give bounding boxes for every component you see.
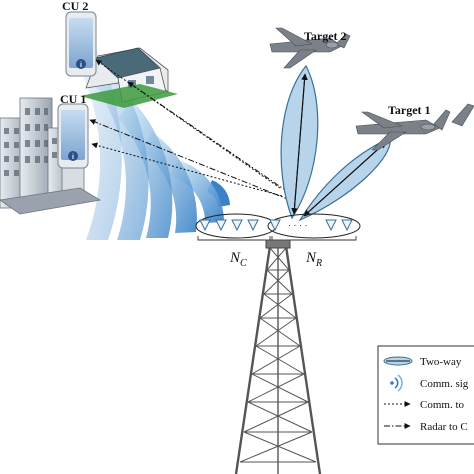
radar-beam-target2 (280, 64, 319, 220)
legend-label: Comm. sig (420, 378, 469, 390)
drone-target2 (269, 27, 351, 69)
cu2-label: CU 2 (62, 0, 88, 13)
info-icon (68, 151, 78, 161)
legend-label: Two-way (420, 356, 462, 368)
phone-cu1: i (57, 103, 89, 169)
wifi-signal-icon (390, 374, 403, 392)
svg-text:i: i (80, 62, 82, 69)
info-icon (76, 59, 86, 69)
phone-cu2: i (65, 11, 97, 77)
radar-antenna-array: · · · · (267, 213, 361, 239)
radar-arrows (89, 81, 291, 201)
target2-label: Target 2 (304, 29, 347, 43)
cu1-label: CU 1 (60, 92, 86, 106)
house (80, 47, 178, 108)
nc-label: NC (229, 250, 247, 269)
comm-arrows (91, 59, 283, 197)
radar-beam-target1 (298, 137, 391, 222)
comm-antenna-array (195, 213, 277, 239)
array-dots: · · · · (288, 220, 308, 230)
array-brackets (197, 236, 357, 241)
legend-item-comm-to: Comm. to (384, 399, 465, 411)
legend-item-comm-signal: Comm. sig (390, 374, 469, 392)
svg-text:i: i (72, 154, 74, 161)
drone-target1 (355, 103, 474, 151)
target1-label: Target 1 (388, 103, 431, 117)
comm-signal-waves (74, 40, 230, 240)
legend: Two-way Comm. sig Comm. to Radar to C (377, 345, 474, 445)
legend-item-radar-to: Radar to C (384, 421, 468, 433)
legend-item-two-way: Two-way (383, 356, 462, 368)
legend-label: Radar to C (420, 421, 468, 433)
legend-label: Comm. to (420, 399, 465, 411)
nr-label: NR (305, 250, 322, 269)
city-buildings (0, 97, 102, 215)
base-station-tower (234, 239, 322, 474)
